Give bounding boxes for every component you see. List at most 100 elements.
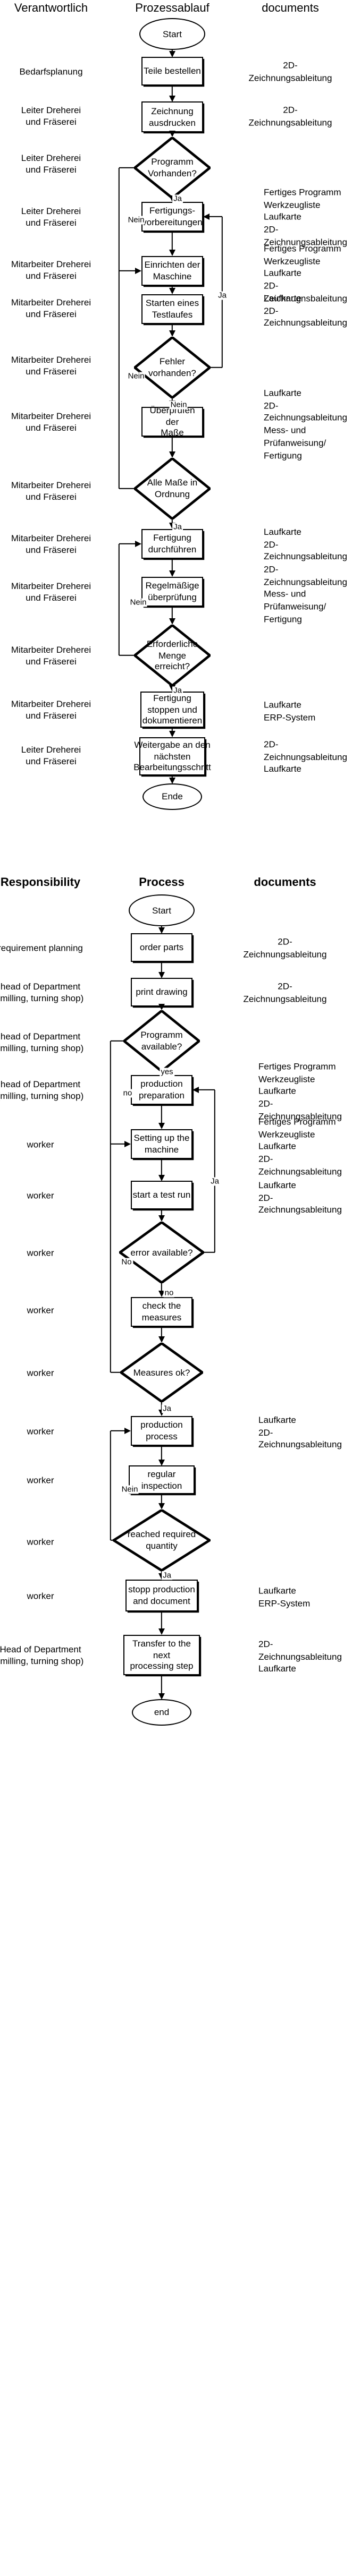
flow-node-label: Ende — [162, 791, 183, 802]
responsibility-label: head of Department (milling, turning sho… — [0, 1079, 84, 1102]
connector-prep-to-setup — [171, 232, 173, 251]
connector-errQ-to-measure — [161, 1283, 163, 1292]
arrowhead-left — [203, 214, 209, 220]
connector-qty-no-rail — [118, 544, 120, 655]
responsibility-label: Bedarfsplanung — [19, 66, 83, 77]
arrowhead-down — [158, 1123, 165, 1129]
connector-stopp-to-transfer — [161, 1611, 163, 1630]
flow-node-label: Start — [163, 28, 182, 39]
arrowhead-down — [169, 131, 175, 137]
flow-node-end: end — [132, 1699, 191, 1726]
document-label: Laufkarte 2D-Zeichnungsableitung — [264, 526, 347, 562]
connector-order-to-print — [171, 86, 173, 96]
flow-node-label: Programm available? — [140, 1029, 183, 1052]
connector-measQ-to-produce — [161, 1402, 163, 1411]
flow-node-label: Transfer to the next processing step — [130, 1638, 194, 1671]
flow-node-label: stopp production and document — [128, 1584, 195, 1606]
responsibility-label: worker — [27, 1536, 54, 1547]
responsibility-label: Leiter Dreherei und Fräserei — [21, 744, 81, 767]
edge-label-nein: Nein — [127, 371, 146, 381]
flow-node-label: Fehler vorhanden? — [148, 356, 196, 378]
document-label: Laufkarte ERP-System — [258, 1585, 311, 1608]
flow-node-prep: Fertigungs- vorbereitungen — [141, 202, 203, 232]
document-label: Fertiges Programm Werkzeugliste Laufkart… — [258, 1061, 342, 1122]
responsibility-label: Mitarbeiter Dreherei und Fräserei — [11, 480, 91, 502]
column-header-process: Process — [139, 876, 185, 889]
document-label: 2D-Zeichnungsableitung Mess- und Prüfanw… — [264, 564, 347, 625]
flow-node-start: Start — [139, 18, 205, 50]
responsibility-label: worker — [27, 1474, 54, 1486]
flow-node-order: Teile bestellen — [141, 57, 203, 86]
arrowhead-down — [169, 451, 175, 458]
document-label: Laufkarte 2D-Zeichnungsableitung — [264, 292, 347, 328]
flow-node-label: Überprüfen der Maße — [149, 405, 195, 438]
flow-node-end: Ende — [143, 783, 202, 810]
connector-testrun-to-errQ — [161, 1209, 163, 1216]
flow-node-label: start a test run — [132, 1189, 191, 1200]
column-header-documents: documents — [254, 876, 316, 889]
connector-setup-to-testrun — [171, 286, 173, 289]
responsibility-label: Leiter Dreherei und Fräserei — [21, 105, 81, 127]
responsibility-label: Leiter Dreherei und Fräserei — [21, 152, 81, 175]
arrowhead-down — [169, 288, 175, 294]
arrowhead-down — [169, 570, 175, 577]
connector-error-no-rail — [118, 368, 120, 489]
responsibility-label: worker — [27, 1590, 54, 1601]
connector-order-to-print — [161, 962, 163, 973]
flow-node-label: Weitergabe an den nächsten Bearbeitungss… — [133, 739, 211, 773]
connector-program-no-out — [111, 1040, 123, 1042]
edge-label-nein: Nein — [127, 215, 146, 225]
connector-program-no-in — [111, 1143, 124, 1145]
connector-error-yes-in — [199, 1089, 215, 1091]
flow-node-inspect: regular inspection — [129, 1465, 195, 1494]
arrowhead-down — [158, 1628, 165, 1635]
connector-measure-to-measQ — [171, 437, 173, 453]
edge-label-no: no — [163, 1287, 175, 1298]
responsibility-label: worker — [27, 1367, 54, 1378]
flow-node-label: error available? — [130, 1247, 193, 1258]
decision-diamond-shape — [119, 1222, 204, 1283]
responsibility-label: worker — [27, 1247, 54, 1258]
arrowhead-down — [158, 1459, 165, 1465]
document-label: Fertiges Programm Werkzeugliste Laufkart… — [264, 243, 347, 304]
flow-node-label: Erforderliche Menge erreicht? — [146, 638, 198, 672]
flow-node-qtyQ: Erforderliche Menge erreicht? — [134, 625, 211, 686]
flow-node-setup: Setting up the machine — [131, 1129, 192, 1159]
arrowhead-down — [169, 777, 175, 783]
document-label: 2D- Zeichnungsableitung — [248, 104, 332, 127]
responsibility-label: Mitarbeiter Dreherei und Fräserei — [11, 581, 91, 603]
flow-node-label: Alle Maße in Ordnung — [147, 477, 198, 499]
connector-error-no-in — [111, 1371, 120, 1374]
arrowhead-down — [158, 1174, 165, 1181]
connector-program-no-rail — [118, 168, 120, 271]
flow-node-label: Fertigung durchführen — [148, 532, 197, 555]
connector-error-no-in — [119, 488, 134, 490]
arrowhead-down — [169, 618, 175, 625]
responsibility-label: requirement planning — [0, 942, 83, 953]
flow-node-label: production preparation — [138, 1078, 185, 1101]
flow-node-label: print drawing — [136, 986, 188, 997]
edge-label-ja: Ja — [217, 290, 228, 300]
flow-node-order: order parts — [131, 933, 192, 962]
responsibility-label: Head of Department (milling, turning sho… — [0, 1644, 84, 1667]
decision-diamond-shape — [113, 1509, 211, 1571]
flow-node-transfer: Weitergabe an den nächsten Bearbeitungss… — [133, 737, 211, 775]
arrowhead-right — [124, 1428, 130, 1434]
arrowhead-down — [158, 927, 165, 933]
flow-node-label: production process — [140, 1419, 183, 1441]
arrowhead-down — [158, 971, 165, 978]
responsibility-label: Leiter Dreherei und Fräserei — [21, 206, 81, 228]
edge-label-ja: Ja — [209, 1176, 220, 1186]
connector-testrun-to-errQ — [171, 324, 173, 331]
decision-diamond-shape — [134, 337, 211, 398]
flow-node-label: Start — [152, 905, 171, 916]
connector-program-no-out — [119, 167, 134, 169]
flow-node-stopp: stopp production and document — [125, 1580, 198, 1611]
connector-error-no-rail — [110, 1252, 112, 1372]
flow-node-label: Zeichnung ausdrucken — [149, 105, 196, 127]
flow-node-label: reached required quantity — [127, 1529, 196, 1551]
document-label: Laufkarte 2D-Zeichnungsableitung — [258, 1179, 342, 1215]
connector-error-yes-rail — [214, 1090, 216, 1252]
connector-error-yes-out — [211, 366, 222, 369]
